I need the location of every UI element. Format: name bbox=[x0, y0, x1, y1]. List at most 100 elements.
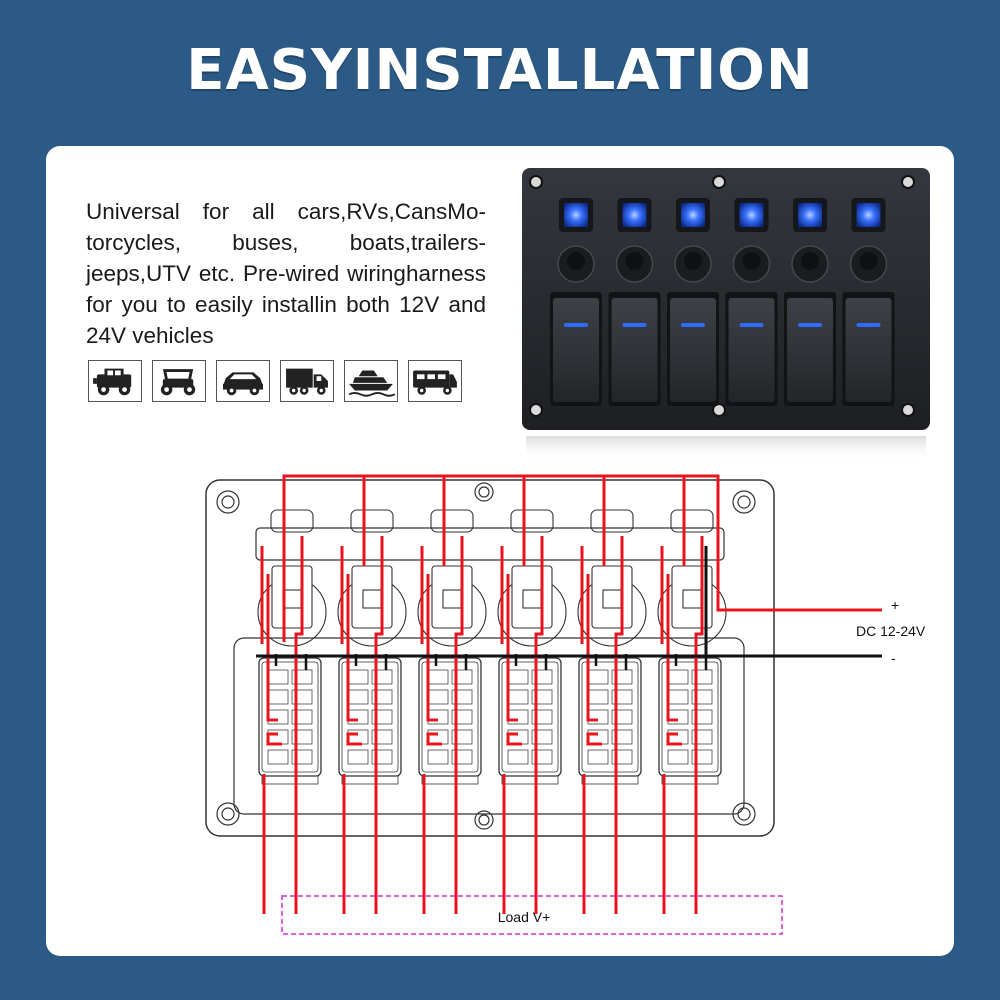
jeep-icon bbox=[88, 360, 142, 402]
rocker-switch bbox=[787, 298, 833, 402]
mount-screw-icon bbox=[901, 175, 915, 189]
terminal-pin bbox=[291, 749, 313, 765]
positive-wire bbox=[694, 536, 704, 914]
terminal-pin bbox=[427, 749, 449, 765]
led-indicator bbox=[856, 203, 881, 227]
terminal-pin bbox=[611, 709, 633, 725]
fuse-body bbox=[591, 565, 633, 629]
mount-screw-icon bbox=[529, 175, 543, 189]
terminal-pin bbox=[451, 689, 473, 705]
load-box bbox=[281, 895, 783, 935]
mount-hole-icon bbox=[474, 810, 494, 830]
wiring-diagram: Load V+ + DC 12-24V - bbox=[205, 474, 926, 935]
info-card: Universal for all cars,RVs,CansMo-torcyc… bbox=[46, 146, 954, 956]
switch-panel-photo bbox=[522, 168, 930, 462]
terminal-pin bbox=[451, 709, 473, 725]
terminal-pin bbox=[371, 669, 393, 685]
rocker-led-bar bbox=[856, 323, 881, 327]
terminal-pin bbox=[611, 749, 633, 765]
terminal-pin bbox=[691, 709, 713, 725]
positive-wire bbox=[534, 536, 544, 914]
mount-screw-icon bbox=[712, 403, 726, 417]
rocker-switch bbox=[845, 298, 892, 402]
terminal-pin bbox=[691, 729, 713, 745]
terminal-pin bbox=[267, 749, 289, 765]
positive-wire bbox=[666, 646, 678, 722]
terminal-pin bbox=[611, 669, 633, 685]
fuse-cap-knob bbox=[859, 252, 878, 270]
fuse-body bbox=[511, 565, 553, 629]
positive-wire bbox=[426, 732, 442, 746]
rocker-led-bar bbox=[681, 323, 705, 327]
terminal-pin bbox=[371, 709, 393, 725]
terminal-pin bbox=[611, 729, 633, 745]
plus-label: + bbox=[891, 597, 899, 613]
positive-wire bbox=[294, 536, 304, 914]
fuse-cap-knob bbox=[684, 252, 702, 270]
positive-bus-wire bbox=[282, 474, 882, 642]
fuse-cap-knob bbox=[742, 252, 761, 270]
car-icon bbox=[216, 360, 270, 402]
fuse-holder-tab bbox=[670, 509, 714, 533]
ground-bus-wire bbox=[256, 546, 882, 658]
mount-screw-icon bbox=[529, 403, 543, 417]
mount-hole-icon bbox=[732, 802, 756, 826]
terminal-pin bbox=[691, 689, 713, 705]
fuse-holder-tab bbox=[430, 509, 474, 533]
page-headline: EASYINSTALLATION bbox=[186, 38, 814, 103]
led-indicator bbox=[739, 203, 764, 227]
terminal-pin bbox=[451, 729, 473, 745]
rocker-led-bar bbox=[622, 323, 647, 327]
positive-wire bbox=[506, 646, 518, 722]
led-indicator bbox=[798, 203, 822, 227]
fuse-holder-tab bbox=[590, 509, 634, 533]
positive-wire bbox=[666, 732, 682, 746]
terminal-pin bbox=[291, 669, 313, 685]
fuse-body bbox=[271, 565, 313, 629]
fuse-cap-knob bbox=[625, 252, 644, 270]
positive-wire bbox=[586, 732, 602, 746]
rocker-led-bar bbox=[739, 323, 764, 327]
fuse-holder-tab bbox=[270, 509, 314, 533]
fuse-holder-tab bbox=[350, 509, 394, 533]
terminal-pin bbox=[531, 669, 553, 685]
fuse-holder-tab bbox=[510, 509, 554, 533]
power-label: DC 12-24V bbox=[856, 623, 926, 639]
terminal-pin bbox=[291, 729, 313, 745]
fuse-bar bbox=[255, 527, 725, 561]
fuse-cap-knob bbox=[801, 252, 819, 270]
mount-hole-icon bbox=[474, 482, 494, 502]
terminal-pin bbox=[587, 749, 609, 765]
positive-wire bbox=[346, 646, 358, 722]
mount-screw-icon bbox=[712, 175, 726, 189]
terminal-pin bbox=[451, 669, 473, 685]
rocker-switch bbox=[670, 298, 716, 402]
led-indicator bbox=[622, 203, 647, 227]
panel-outline bbox=[205, 479, 775, 837]
mount-hole-icon bbox=[216, 802, 240, 826]
terminal-pin bbox=[691, 749, 713, 765]
fuse-body bbox=[351, 565, 393, 629]
terminal-pin bbox=[531, 689, 553, 705]
terminal-pin bbox=[451, 749, 473, 765]
mount-screw-icon bbox=[901, 403, 915, 417]
positive-wire bbox=[426, 646, 438, 722]
positive-wire bbox=[266, 646, 278, 722]
terminal-pin bbox=[291, 689, 313, 705]
mount-hole-icon bbox=[216, 490, 240, 514]
boat-icon bbox=[344, 360, 398, 402]
fuse-body bbox=[431, 565, 473, 629]
positive-wire bbox=[586, 646, 598, 722]
positive-wire bbox=[346, 732, 362, 746]
fuse-cap-knob bbox=[567, 252, 585, 270]
led-indicator bbox=[564, 203, 588, 227]
rocker-switch bbox=[553, 298, 599, 402]
terminal-pin bbox=[531, 729, 553, 745]
positive-wire bbox=[266, 732, 282, 746]
load-label: Load V+ bbox=[498, 909, 551, 925]
positive-wire bbox=[454, 536, 464, 914]
utv-icon bbox=[152, 360, 206, 402]
terminal-pin bbox=[507, 749, 529, 765]
terminal-pin bbox=[611, 689, 633, 705]
truck-icon bbox=[280, 360, 334, 402]
